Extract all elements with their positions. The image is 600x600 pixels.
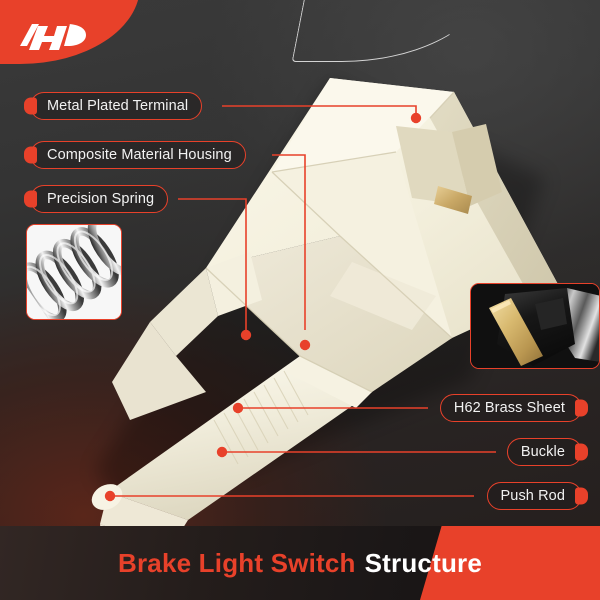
bottom-banner: Brake Light Switch Structure <box>0 526 600 600</box>
banner-title-secondary: Structure <box>364 547 483 578</box>
banner-orange-wedge <box>420 526 600 600</box>
callout-label: Precision Spring <box>47 190 155 207</box>
callout-label: Metal Plated Terminal <box>47 97 189 114</box>
callout-label: Buckle <box>520 443 565 460</box>
pill-tab-icon <box>24 97 37 115</box>
a-premium-logo <box>20 24 86 50</box>
callout-label: H62 Brass Sheet <box>453 399 565 416</box>
pill-tab-icon <box>24 190 37 208</box>
banner-title: Brake Light Switch Structure <box>0 526 600 600</box>
pill-tab-icon <box>575 487 588 505</box>
banner-title-primary: Brake Light Switch <box>117 547 356 578</box>
callout-label: Push Rod <box>500 487 565 504</box>
callout-label: Composite Material Housing <box>47 146 232 163</box>
callout-metal-plated-terminal[interactable]: Metal Plated Terminal <box>24 92 203 120</box>
spring-photo <box>26 224 122 320</box>
callout-buckle[interactable]: Buckle <box>506 438 588 466</box>
callout-composite-material-housing[interactable]: Composite Material Housing <box>24 141 246 169</box>
pill-tab-icon <box>24 146 37 164</box>
callout-push-rod[interactable]: Push Rod <box>486 482 588 510</box>
callout-precision-spring[interactable]: Precision Spring <box>24 185 169 213</box>
callout-h62-brass-sheet[interactable]: H62 Brass Sheet <box>439 394 588 422</box>
pill-tab-icon <box>575 443 588 461</box>
brass-sheet-photo <box>470 283 600 369</box>
pill-tab-icon <box>575 399 588 417</box>
